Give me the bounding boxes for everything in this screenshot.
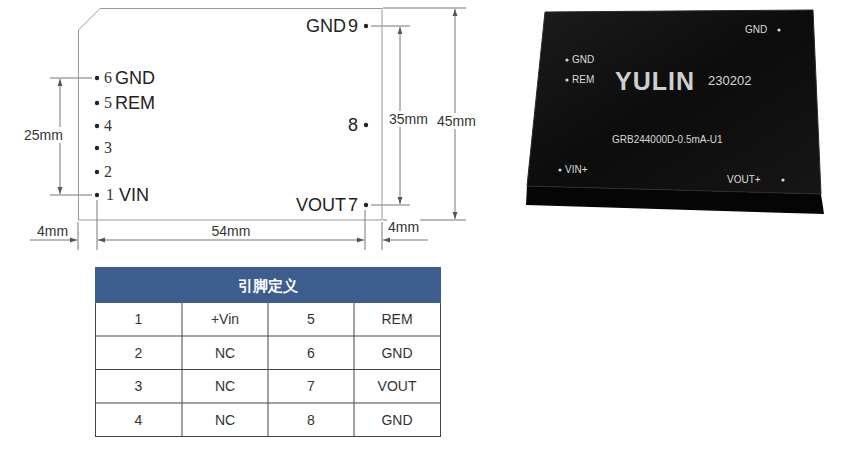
table-cell: NC — [215, 413, 235, 427]
table-cell: +Vin — [211, 312, 239, 326]
table-cell: VOUT — [378, 379, 417, 393]
table-cell: 3 — [135, 379, 143, 393]
table-cell: REM — [381, 312, 412, 326]
table-cell: 2 — [135, 346, 143, 360]
pin-number: 3 — [104, 140, 112, 156]
pin-dots — [95, 24, 368, 207]
pin-marking: VIN+ — [565, 165, 588, 175]
dimension-lines — [30, 8, 466, 250]
dimension: 54mm — [211, 223, 252, 239]
model-number: GRB244000D-0.5mA-U1 — [612, 135, 723, 145]
module-photo-shape — [523, 8, 845, 222]
table-cell: 6 — [307, 346, 315, 360]
module-photo: GND REM YULIN 230202GRB244000D-0.5mA-U1VIN+… — [523, 8, 845, 222]
pin-number: 6 — [104, 70, 112, 86]
module-outline: 6GND5REM4321VINGND98VOUT7 — [78, 8, 383, 221]
pin-number: 9 — [348, 17, 358, 35]
pin-marking: GND — [745, 25, 767, 35]
pin-number: 2 — [104, 164, 112, 180]
dimension: 45mm — [436, 113, 477, 129]
dimension: 4mm — [387, 219, 420, 235]
pin-marking: GND — [572, 55, 594, 65]
dimension: 25mm — [23, 127, 64, 143]
table-cell: NC — [215, 346, 235, 360]
pin-number: 5 — [104, 95, 112, 111]
table-cell: 7 — [307, 379, 315, 393]
pin-number: 8 — [348, 116, 358, 134]
pin-number: 7 — [348, 196, 358, 214]
pin-name: GND — [306, 17, 346, 35]
pin-marking: REM — [572, 75, 594, 85]
dimension: 35mm — [388, 111, 429, 127]
table-cell: NC — [215, 379, 235, 393]
pin-name: VIN — [119, 186, 149, 204]
table-cell: 8 — [307, 413, 315, 427]
pin-number: 4 — [104, 118, 112, 134]
table-title: 引脚定义 — [238, 278, 298, 293]
date-code: 230202 — [708, 74, 751, 87]
table-grid — [96, 303, 441, 437]
pin-name: REM — [115, 94, 155, 112]
brand-logo: YULIN — [615, 69, 695, 94]
table-cell: 4 — [135, 413, 143, 427]
table-cell: 5 — [307, 312, 315, 326]
table-header: 引脚定义 — [95, 267, 441, 303]
pin-marking: VOUT+ — [727, 175, 761, 185]
table-cell: GND — [381, 413, 412, 427]
pin-name: VOUT — [296, 196, 346, 214]
pin-number: 1 — [106, 187, 114, 203]
pin-name: GND — [115, 69, 155, 87]
table-cell: 1 — [135, 312, 143, 326]
dimension: 4mm — [36, 223, 69, 239]
table-cell: GND — [381, 346, 412, 360]
